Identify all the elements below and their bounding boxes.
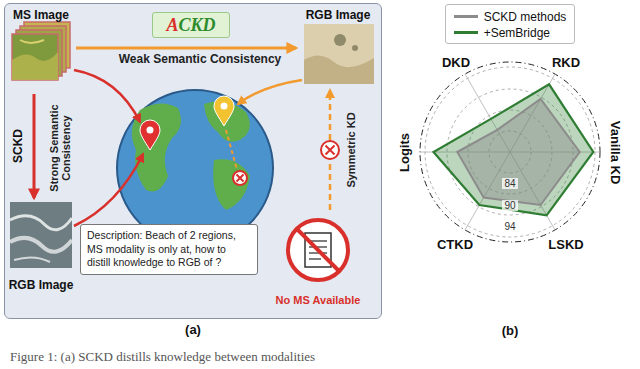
node-text: RGB Image: [2, 278, 80, 292]
connector: [76, 47, 296, 50]
sea-ground: [10, 202, 72, 268]
radar-grid: [425, 67, 595, 237]
method-box: ACKD: [152, 12, 230, 38]
description-box: Description: Beach of 2 regions, MS moda…: [80, 224, 258, 275]
wave: [10, 238, 72, 252]
node-text: (a): [5, 322, 381, 337]
legend-row: SCKD methods: [454, 8, 567, 24]
legend-text: SCKD methods: [484, 10, 567, 24]
ban-circle: [288, 220, 348, 280]
yellow-pin: [214, 96, 234, 126]
legend: SCKD methods +SemBridge: [445, 4, 576, 44]
axis-label: DKD: [442, 55, 470, 70]
panel-ground: [5, 4, 381, 318]
node-text: No MS Available: [262, 294, 374, 306]
figure-caption: Figure 1: (a) SCKD distills knowledge be…: [10, 349, 315, 365]
continent: [132, 103, 181, 191]
continent: [213, 159, 250, 210]
connector: [33, 94, 36, 198]
globe: [117, 90, 273, 246]
legend-swatch: [454, 15, 478, 18]
pin-body: [214, 96, 234, 126]
ms-image-node: MS Image: [8, 6, 74, 92]
symmetric-blocked-mark: [321, 141, 339, 159]
rgb-image-sand: [304, 24, 374, 84]
axis-label: RKD: [552, 55, 580, 70]
radar-outer: [420, 62, 600, 242]
axis-label: Logits: [397, 133, 412, 172]
radar-spokes: [420, 74, 600, 230]
pin-hole: [147, 127, 154, 134]
legend-swatch: [454, 31, 478, 34]
pin-body: [140, 120, 160, 150]
locate-arrow: [74, 154, 143, 226]
edge-label: Strong Semantic Consistency: [48, 96, 72, 200]
method-name: SCKD: [11, 129, 25, 163]
wave: [14, 257, 50, 262]
node-text: MS Image: [2, 8, 80, 22]
sckd-area: [457, 99, 579, 205]
rgb-image-sea: [10, 202, 72, 268]
dashed-link: [226, 130, 237, 170]
node-text: Description: Beach of 2 regions, MS moda…: [87, 229, 251, 270]
legend-text: +SemBridge: [484, 26, 550, 40]
locate-arrow: [238, 80, 302, 104]
no-data-node: No MS Available: [262, 212, 374, 306]
rgb-image-node: RGB Image: [8, 200, 74, 292]
ms-layer: [12, 34, 58, 80]
ban-slash: [297, 229, 339, 271]
red-pin: [140, 120, 160, 150]
sand-spot: [334, 34, 346, 46]
sand-spot: [352, 45, 358, 51]
ms-texture: [12, 52, 58, 80]
ocean: [117, 90, 273, 246]
node-text: ACKD: [153, 15, 229, 36]
edge-label: Weak Semantic Consistency: [108, 52, 292, 66]
panel-label: (b): [502, 323, 519, 338]
pin-hole: [221, 103, 228, 110]
tick-value: 84: [502, 178, 517, 189]
wave: [10, 216, 72, 230]
sand-ground: [304, 24, 374, 84]
locate-arrow: [74, 70, 140, 122]
blocked-circle: [233, 171, 247, 185]
ms-image-stack: [12, 22, 70, 80]
node-text: RGB Image: [294, 8, 382, 22]
blocked-cross: [326, 146, 335, 155]
tick-value: 94: [502, 221, 517, 232]
blocked-mark: [233, 171, 247, 185]
sand-patch: [304, 55, 374, 84]
axis-label: Vanilla KD: [608, 120, 623, 184]
axis-label: CTKD: [437, 237, 473, 252]
edge-label: Symmetric KD: [345, 95, 357, 205]
tick-value: 90: [502, 200, 517, 211]
sembridge-area: [434, 84, 594, 215]
blocked-circle: [321, 141, 339, 159]
axis-label: LSKD: [548, 237, 583, 252]
ms-texture: [20, 40, 44, 43]
rgb-image-node: RGB Image: [298, 6, 378, 88]
blocked-cross: [237, 175, 244, 182]
legend-row: +SemBridge: [454, 24, 567, 40]
no-ms-icon: [288, 220, 348, 280]
radar-chart: [420, 62, 600, 242]
